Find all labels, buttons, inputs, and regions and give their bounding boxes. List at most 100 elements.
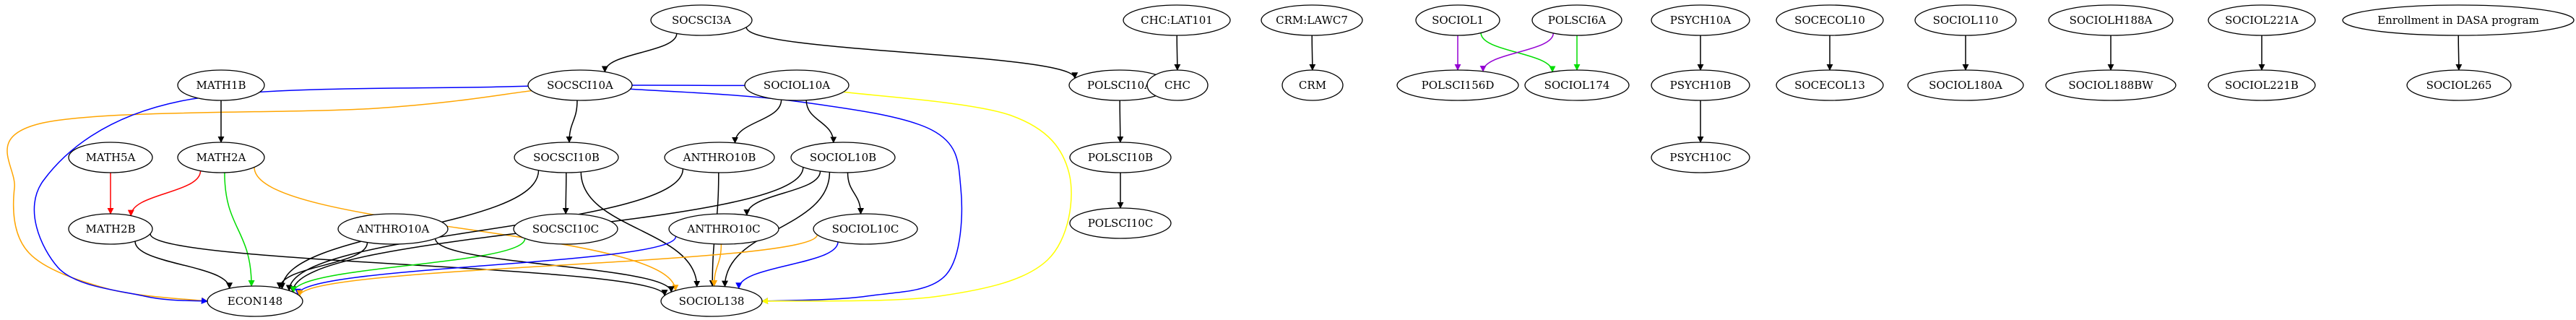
node-math2b: MATH2B bbox=[68, 213, 153, 245]
node-ellipse bbox=[68, 213, 153, 245]
node-crm: CRM bbox=[1281, 69, 1344, 101]
nodes-layer: SOCSCI3A SOCSCI10A SOCIOL10A POLSCI10A POLSC… bbox=[68, 4, 2575, 317]
edge-sociol10a-to-sociol10b bbox=[805, 100, 837, 144]
edge-math2a-to-sociol138 bbox=[254, 167, 679, 292]
edge-anthro10a-to-econ148 bbox=[276, 242, 368, 289]
node-label: POLSCI10A bbox=[1087, 79, 1152, 92]
node-ellipse bbox=[513, 213, 618, 245]
node-sociol110: SOCIOL110 bbox=[1914, 4, 2017, 36]
node-label: ANTHRO10C bbox=[686, 222, 760, 235]
node-label: SOCSCI10A bbox=[547, 79, 613, 92]
node-ellipse bbox=[1651, 69, 1750, 101]
node-ellipse bbox=[177, 69, 265, 101]
node-label: ANTHRO10B bbox=[683, 151, 756, 164]
node-label: SOCSCI10C bbox=[532, 222, 599, 235]
edge-math2a-to-math2b bbox=[127, 170, 202, 217]
node-label: MATH5A bbox=[86, 151, 136, 164]
edge-sociol10a-to-econ148 bbox=[33, 85, 745, 304]
node-chc: CHC bbox=[1146, 69, 1209, 101]
edge-socsci10b-to-sociol138 bbox=[580, 172, 701, 287]
edge-sociol10c-to-econ148 bbox=[296, 234, 818, 297]
node-sociol174: SOCIOL174 bbox=[1524, 69, 1630, 101]
node-econ148: ECON148 bbox=[207, 285, 303, 317]
node-dasa: Enrollment in DASA program bbox=[2342, 4, 2575, 36]
node-ellipse bbox=[1281, 69, 1344, 101]
edge-socsci10a-to-sociol138 bbox=[630, 88, 963, 305]
node-label: POLSCI6A bbox=[1548, 14, 1607, 27]
node-ellipse bbox=[68, 142, 153, 173]
node-sociol265: SOCIOL265 bbox=[2406, 69, 2512, 101]
node-ellipse bbox=[1069, 142, 1172, 173]
node-ellipse bbox=[2208, 69, 2316, 101]
node-sociol1: SOCIOL1 bbox=[1415, 4, 1500, 36]
node-ellipse bbox=[2048, 4, 2174, 36]
node-ellipse bbox=[1531, 4, 1622, 36]
edge-socsci10a-to-econ148 bbox=[7, 90, 532, 304]
node-ellipse bbox=[1907, 69, 2024, 101]
node-ellipse bbox=[813, 213, 918, 245]
node-socsci10a: SOCSCI10A bbox=[527, 69, 633, 101]
node-ellipse bbox=[1396, 69, 1519, 101]
node-ellipse bbox=[1651, 142, 1750, 173]
node-anthro10b: ANTHRO10B bbox=[664, 142, 775, 173]
node-label: SOCIOL10C bbox=[832, 222, 899, 235]
edge-dasa-to-sociol265 bbox=[2455, 35, 2463, 71]
edges-layer bbox=[7, 27, 2463, 305]
edge-crmlawc7-to-crm bbox=[1309, 35, 1316, 71]
node-ellipse bbox=[1123, 4, 1231, 36]
node-math1b: MATH1B bbox=[177, 69, 265, 101]
node-label: MATH1B bbox=[196, 79, 246, 92]
node-anthro10c: ANTHRO10C bbox=[668, 213, 779, 245]
edge-math2b-to-econ148 bbox=[134, 241, 233, 290]
node-label: SOCIOL265 bbox=[2426, 79, 2492, 92]
node-label: SOCSCI10B bbox=[533, 151, 600, 164]
node-label: SOCECOL13 bbox=[1794, 79, 1865, 92]
node-label: SOCIOLH188A bbox=[2070, 14, 2153, 27]
node-ellipse bbox=[668, 213, 779, 245]
node-ellipse bbox=[337, 213, 449, 245]
node-label: SOCIOL180A bbox=[1929, 79, 2002, 92]
node-ellipse bbox=[2208, 4, 2316, 36]
node-label: SOCIOL138 bbox=[679, 295, 745, 308]
node-ellipse bbox=[207, 285, 303, 317]
edge-sociol10b-to-anthro10c bbox=[743, 170, 821, 216]
node-label: CRM:LAWC7 bbox=[1276, 14, 1348, 27]
edge-sociol10c-to-sociol138 bbox=[735, 241, 839, 290]
node-ellipse bbox=[1069, 207, 1172, 239]
node-label: SOCIOL10B bbox=[810, 151, 876, 164]
node-sociol180a: SOCIOL180A bbox=[1907, 69, 2024, 101]
node-label: SOCIOL188BW bbox=[2068, 79, 2153, 92]
node-sociol188bw: SOCIOL188BW bbox=[2045, 69, 2177, 101]
edge-socsci3a-to-polsci10a bbox=[745, 27, 1079, 79]
edge-math2a-to-econ148 bbox=[224, 172, 255, 287]
node-math5a: MATH5A bbox=[68, 142, 153, 173]
node-ellipse bbox=[2045, 69, 2177, 101]
node-label: Enrollment in DASA program bbox=[2377, 14, 2539, 27]
node-psych10a: PSYCH10A bbox=[1651, 4, 1750, 36]
node-sociol10a: SOCIOL10A bbox=[744, 69, 850, 101]
node-ellipse bbox=[1415, 4, 1500, 36]
node-ellipse bbox=[660, 285, 763, 317]
node-ellipse bbox=[650, 4, 753, 36]
node-socsci3a: SOCSCI3A bbox=[650, 4, 753, 36]
node-label: MATH2B bbox=[85, 222, 135, 235]
node-label: SOCIOL1 bbox=[1432, 14, 1484, 27]
node-sociol221b: SOCIOL221B bbox=[2208, 69, 2316, 101]
node-label: POLSCI10C bbox=[1088, 217, 1154, 230]
node-ellipse bbox=[1524, 69, 1630, 101]
node-math2a: MATH2A bbox=[177, 142, 265, 173]
node-psych10b: PSYCH10B bbox=[1651, 69, 1750, 101]
node-label: SOCIOL174 bbox=[1544, 79, 1610, 92]
node-label: PSYCH10B bbox=[1670, 79, 1732, 92]
node-sociol10b: SOCIOL10B bbox=[790, 142, 896, 173]
node-label: SOCSCI3A bbox=[672, 14, 731, 27]
edge-socsci10c-to-econ148 bbox=[290, 238, 526, 293]
edge-anthro10b-to-econ148 bbox=[285, 168, 684, 292]
edge-socsci3a-to-socsci10a bbox=[601, 33, 678, 73]
node-ellipse bbox=[664, 142, 775, 173]
node-sociolh188a: SOCIOLH188A bbox=[2048, 4, 2174, 36]
node-psych10c: PSYCH10C bbox=[1651, 142, 1750, 173]
node-polsci6a: POLSCI6A bbox=[1531, 4, 1622, 36]
node-socsci10b: SOCSCI10B bbox=[514, 142, 619, 173]
